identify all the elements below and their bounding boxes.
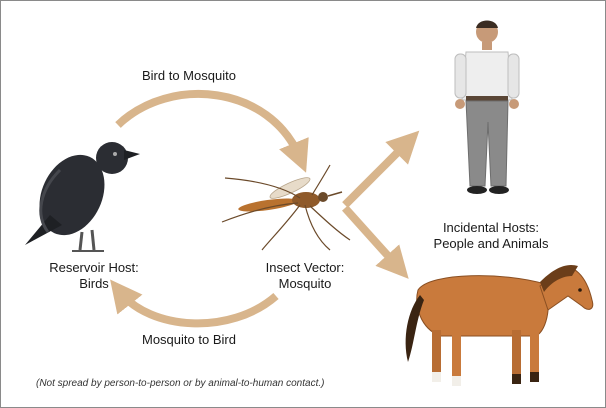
label-reservoir-host: Reservoir Host: Birds [36, 260, 152, 292]
footnote: (Not spread by person-to-person or by an… [36, 378, 324, 389]
insect-vector-title: Insect Vector: [250, 260, 360, 276]
label-incidental-hosts: Incidental Hosts: People and Animals [416, 220, 566, 252]
crow-illustration [25, 142, 140, 251]
reservoir-host-name: Birds [36, 276, 152, 292]
arrow-to-person [345, 142, 408, 205]
incidental-hosts-title: Incidental Hosts: [416, 220, 566, 236]
mosquito-illustration [222, 165, 350, 250]
label-insect-vector: Insect Vector: Mosquito [250, 260, 360, 292]
incidental-hosts-name: People and Animals [416, 236, 566, 252]
insect-vector-name: Mosquito [250, 276, 360, 292]
horse-illustration [406, 265, 593, 386]
reservoir-host-title: Reservoir Host: [36, 260, 152, 276]
label-bird-to-mosquito: Bird to Mosquito [142, 68, 236, 84]
man-illustration [455, 21, 519, 195]
arrow-bird-to-mosquito [118, 94, 300, 158]
arrow-to-horse [345, 208, 398, 267]
label-mosquito-to-bird: Mosquito to Bird [142, 332, 236, 348]
arrow-mosquito-to-bird [120, 292, 276, 323]
